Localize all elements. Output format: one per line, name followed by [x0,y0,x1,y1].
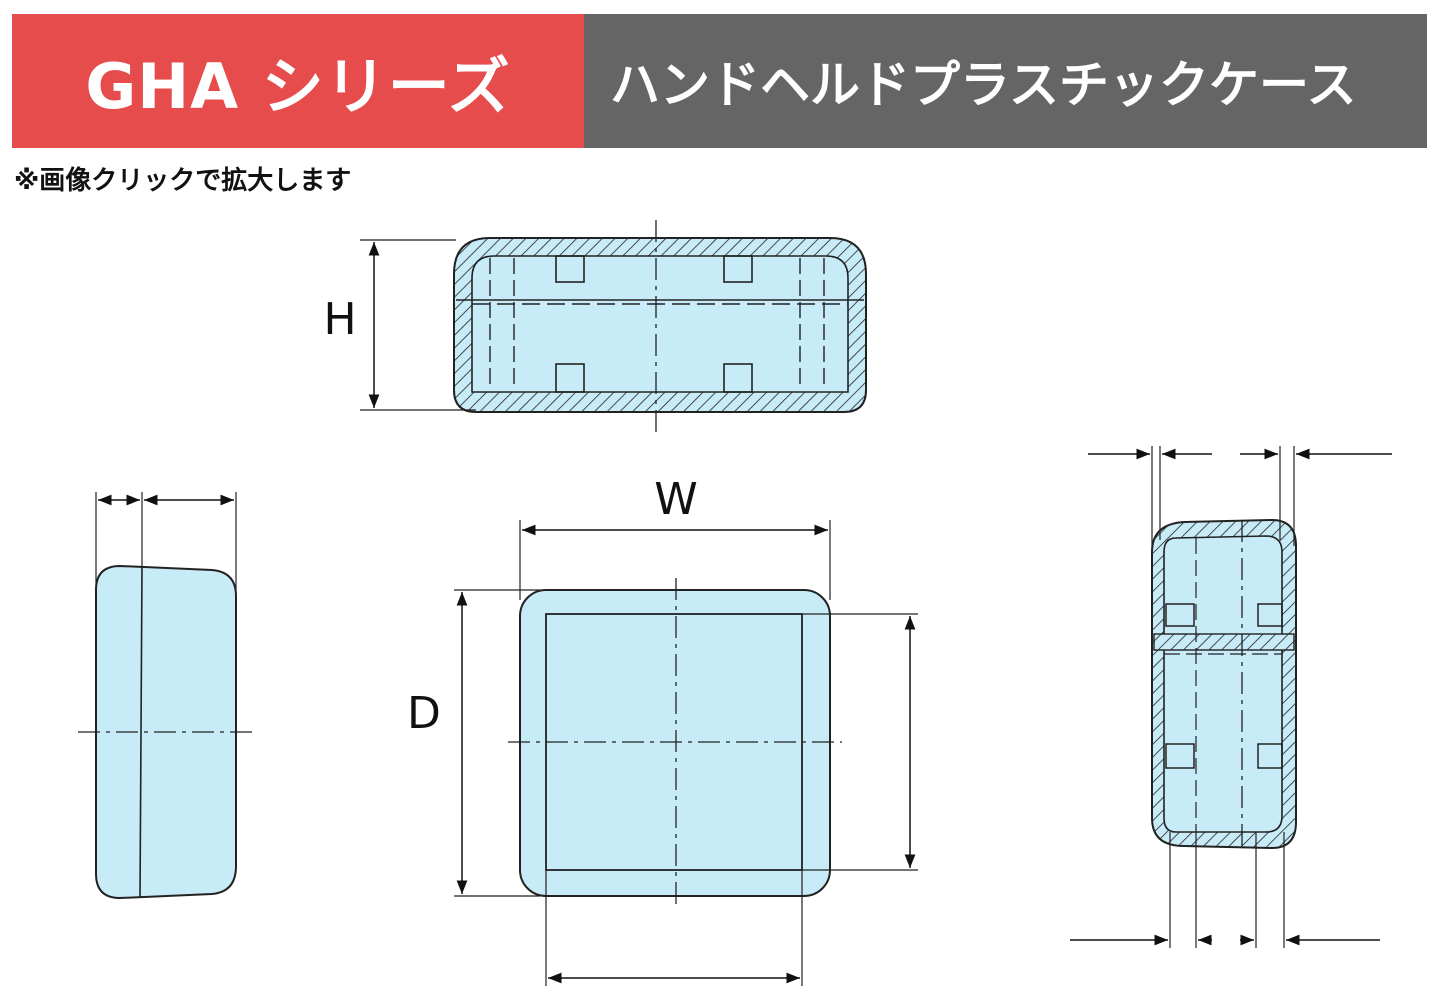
series-title: GHA シリーズ [85,50,511,123]
series-title-block: GHA シリーズ [12,14,584,148]
right-side-section-view [1070,446,1392,948]
product-name: ハンドヘルドプラスチックケース [610,56,1357,114]
front-section-view: H [323,220,867,432]
left-side-view [78,492,252,900]
depth-label: D [407,688,441,739]
height-label: H [323,294,356,345]
top-view: W D [407,474,918,986]
width-label: W [654,474,698,525]
zoom-note: ※画像クリックで拡大します [14,166,352,196]
header-banner: GHA シリーズ ハンドヘルドプラスチックケース [12,14,1427,148]
product-name-block: ハンドヘルドプラスチックケース [584,14,1427,148]
